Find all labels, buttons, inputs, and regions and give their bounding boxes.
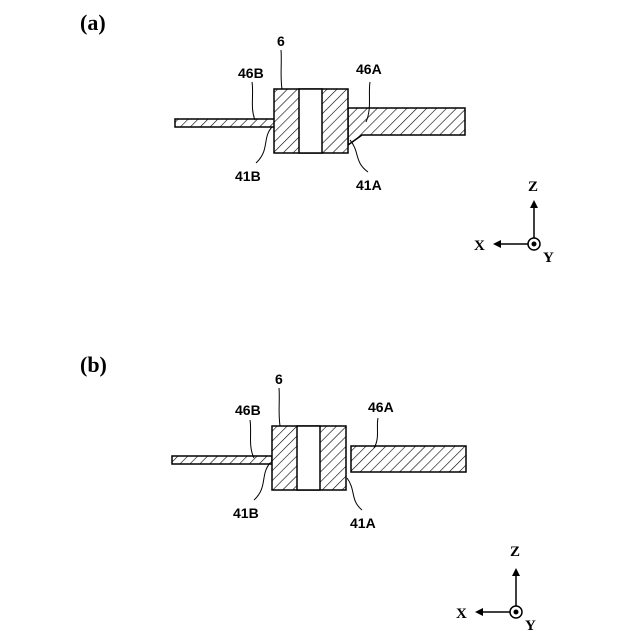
panel-a: (a) 6 46B 46A 41B 41A Z X Y — [80, 10, 554, 266]
panel-b-label: (b) — [80, 352, 107, 377]
panel-b-axes: Z X Y — [456, 544, 536, 634]
panel-a-leader-46b — [252, 82, 255, 120]
panel-b-ref-46a: 46A — [368, 399, 394, 415]
panel-b-leader-41a — [347, 478, 362, 510]
panel-a-terminal-46b — [175, 119, 275, 127]
panel-b-axis-y: Y — [525, 618, 536, 634]
panel-a-axis-x: X — [474, 238, 485, 254]
panel-b-axis-x: X — [456, 606, 467, 622]
panel-b-component-core — [297, 426, 320, 490]
panel-b-ref-46b: 46B — [235, 402, 261, 418]
panel-b-terminal-46a — [351, 446, 466, 472]
panel-a-leader-41a — [350, 140, 368, 172]
panel-a-axis-z: Z — [528, 179, 538, 195]
panel-a-leader-41b — [256, 127, 272, 163]
panel-b-y-dot — [514, 610, 519, 615]
panel-a-terminal-46a — [348, 108, 465, 145]
panel-a-leader-6 — [281, 50, 282, 89]
panel-b-leader-46b — [250, 420, 254, 458]
panel-a-component-core — [299, 89, 322, 153]
panel-a-ref-41a: 41A — [356, 177, 382, 193]
panel-b-leader-6 — [279, 388, 280, 426]
panel-b-axis-z: Z — [510, 544, 520, 560]
panel-a-ref-41b: 41B — [235, 168, 261, 184]
panel-b-terminal-46b — [172, 456, 272, 464]
panel-a-y-dot — [532, 242, 537, 247]
panel-a-label: (a) — [80, 10, 106, 35]
panel-a-ref-6: 6 — [277, 33, 285, 49]
panel-a-ref-46b: 46B — [238, 65, 264, 81]
panel-b-leader-41b — [254, 463, 270, 500]
panel-a-axis-y: Y — [543, 250, 554, 266]
panel-b-leader-46a — [374, 418, 378, 448]
panel-a-ref-46a: 46A — [356, 61, 382, 77]
panel-b-ref-6: 6 — [275, 371, 283, 387]
panel-a-axes: Z X Y — [474, 179, 554, 266]
panel-b-ref-41a: 41A — [350, 515, 376, 531]
panel-b: (b) 6 46B 46A 41B 41A Z X Y — [80, 352, 536, 634]
panel-b-ref-41b: 41B — [233, 505, 259, 521]
